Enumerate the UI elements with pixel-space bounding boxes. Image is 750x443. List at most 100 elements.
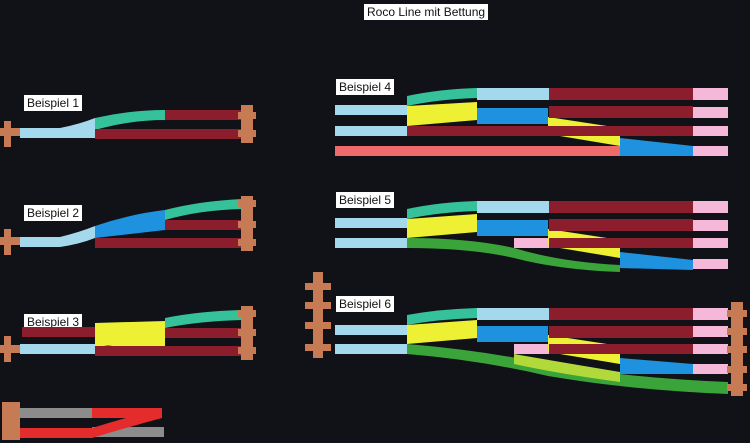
green-curve (407, 238, 620, 272)
example-2-tracks (0, 196, 256, 255)
end-pink-2 (693, 220, 728, 231)
bumper-left-cap3 (305, 322, 331, 329)
top-light-blue (477, 308, 549, 320)
bumper-right-cap (238, 200, 256, 207)
bumper-right-cap2 (238, 130, 256, 137)
diverge-blue (620, 358, 693, 374)
curved-teal (407, 201, 477, 219)
dark-red-3 (549, 238, 693, 248)
track-dark-red-top (165, 110, 242, 120)
track-dark-red-mid (165, 328, 242, 338)
crossing-yellow-a (407, 102, 477, 126)
crossing-yellow (407, 320, 477, 344)
row1-light-blue (335, 218, 407, 228)
bumper-right-cap (238, 112, 256, 119)
row2-light-blue (335, 126, 407, 136)
dark-red-2 (549, 326, 693, 338)
bumper-right-cap4 (727, 366, 747, 373)
bumper-left (2, 402, 20, 440)
row2-light-blue (335, 344, 407, 354)
bumper-right (241, 105, 253, 143)
crossing-blue (477, 220, 548, 236)
switch-blue (95, 210, 165, 238)
end-pink-1 (693, 308, 728, 320)
pink-mid (514, 238, 549, 248)
switch-diverge (60, 118, 95, 138)
example-1-label: Beispiel 1 (24, 95, 83, 111)
end-pink-2 (693, 326, 728, 337)
dark-red-1 (549, 308, 693, 320)
bumper-left-bar (0, 128, 20, 136)
yellow-green-curve (514, 354, 620, 382)
example-1-tracks (0, 105, 256, 147)
example-3-label: Beispiel 3 (24, 314, 83, 330)
end-pink-1 (693, 201, 728, 213)
bumper-right-cap (238, 310, 256, 317)
bumper-left-vert (313, 272, 323, 358)
bumper-right-cap3 (238, 239, 256, 246)
curved-teal (165, 199, 242, 220)
bumper-right-cap3 (238, 347, 256, 354)
crossing-blue (477, 108, 548, 124)
example-4-tracks (335, 88, 728, 156)
straight-light-blue (20, 344, 95, 354)
row3-long-red (335, 146, 623, 156)
bottom-crossing (2, 402, 164, 440)
dark-red-2 (549, 219, 693, 231)
bumper-left-cap4 (305, 344, 331, 351)
end-pink-3 (693, 126, 728, 136)
dark-red-3 (549, 344, 693, 354)
end-pink-2 (693, 107, 728, 118)
dark-red-3 (407, 126, 693, 136)
top-light-blue (477, 88, 549, 100)
bumper-right-cap2 (238, 221, 256, 228)
end-pink-4 (693, 364, 728, 374)
gray-track-top (20, 408, 92, 418)
end-pink-4 (693, 146, 728, 156)
crossing-blue (477, 326, 548, 342)
end-pink-1 (693, 88, 728, 100)
top-light-blue (477, 201, 549, 213)
straight-track (20, 128, 95, 138)
row1-light-blue (335, 105, 407, 115)
end-pink-3 (693, 238, 728, 248)
track-dark-red-bottom (95, 346, 242, 356)
example-5-label: Beispiel 5 (336, 192, 395, 208)
dark-red-1 (549, 201, 693, 213)
bumper-left-bar (0, 237, 20, 245)
dark-red-2 (549, 106, 693, 118)
example-2-label: Beispiel 2 (24, 205, 83, 221)
curved-teal (407, 308, 477, 325)
diagram-title: Roco Line mit Bettung (364, 4, 489, 20)
example-5-tracks (335, 201, 728, 272)
red-diagonal-top (92, 408, 162, 418)
track-dark-red-top-left (22, 327, 95, 337)
track-dark-red-bottom (95, 238, 242, 248)
end-pink-3 (693, 344, 728, 354)
gray-track-bottom (92, 427, 164, 437)
bumper-left-bar (0, 345, 20, 353)
pink-mid (514, 344, 549, 354)
bumper-right-cap3 (727, 346, 747, 353)
bumper-right-cap2 (238, 329, 256, 336)
example-4-label: Beispiel 4 (336, 79, 395, 95)
row2-light-blue (335, 238, 407, 248)
track-dark-red-mid (165, 220, 242, 230)
row1-light-blue (335, 325, 407, 335)
curved-teal (165, 310, 242, 328)
end-pink-4 (693, 259, 728, 269)
curved-track (95, 110, 165, 130)
bumper-left-cap2 (305, 302, 331, 309)
bumper-right-cap2 (727, 328, 747, 335)
bumper-right-cap5 (727, 384, 747, 391)
example-6-label: Beispiel 6 (336, 296, 395, 312)
straight-curve (20, 226, 95, 247)
crossing-yellow (407, 214, 477, 238)
bumper-right-cap1 (727, 310, 747, 317)
bumper-left-cap1 (305, 283, 331, 290)
curved-teal (407, 88, 477, 106)
red-diagonal (20, 408, 162, 438)
example-3-tracks (0, 306, 256, 362)
